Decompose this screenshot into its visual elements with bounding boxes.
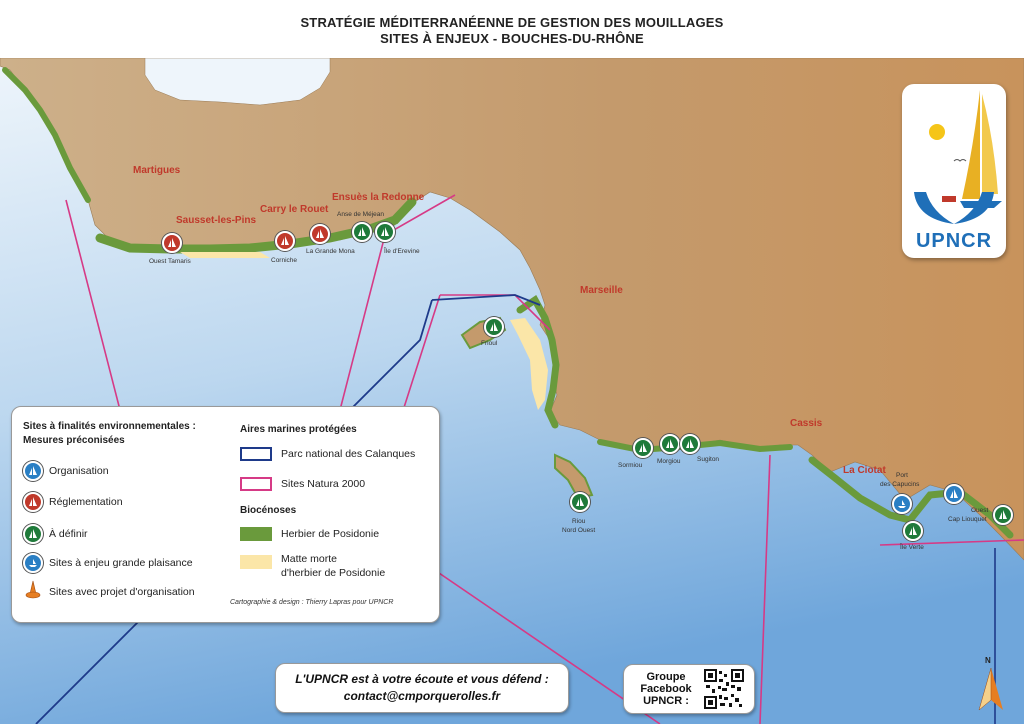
map-legend: Sites à finalités environnementales : Me…	[11, 406, 440, 623]
site-marker-reglementation[interactable]	[310, 224, 330, 244]
legend-projet-buoy-icon	[25, 580, 41, 599]
legend-section-aires-title: Aires marines protégées	[240, 424, 357, 435]
facebook-line2: Facebook	[640, 683, 692, 695]
natura2000-boundary-west	[65, 199, 121, 411]
legend-reglementation-label: Réglementation	[49, 496, 123, 508]
facebook-text: Groupe Facebook UPNCR :	[630, 671, 702, 707]
town-martigues: Martigues	[133, 165, 181, 176]
site-label-port-capucins: des Capucins	[880, 481, 920, 488]
facebook-line1: Groupe	[646, 671, 686, 683]
compass-arrow-icon	[978, 667, 1003, 711]
logo-text: UPNCR	[915, 230, 993, 252]
site-marker-a-definir[interactable]	[680, 434, 700, 454]
legend-natura2000-swatch	[240, 477, 272, 491]
legend-reglementation-icon	[23, 492, 43, 512]
site-label-port-capucins: Port	[896, 472, 908, 479]
site-marker-a-definir[interactable]	[375, 222, 395, 242]
map-title-line2: SITES À ENJEUX - BOUCHES-DU-RHÔNE	[380, 31, 644, 46]
site-marker-a-definir[interactable]	[484, 317, 504, 337]
site-label-riou: Riou	[572, 518, 586, 525]
map-canvas	[0, 58, 1024, 724]
map-title-line1: STRATÉGIE MÉDITERRANÉENNE DE GESTION DES…	[300, 15, 724, 30]
site-label-ouest-liouquet: Ouest	[971, 507, 989, 514]
site-label-ouest-tamaris: Ouest Tamaris	[149, 258, 191, 265]
site-marker-reglementation[interactable]	[162, 233, 182, 253]
contact-line1: L'UPNCR est à votre écoute et vous défen…	[295, 672, 549, 686]
town-ensues: Ensuès la Redonne	[332, 192, 425, 203]
legend-grande-plaisance-icon	[23, 553, 43, 573]
legend-matte-label-2: d'herbier de Posidonie	[281, 567, 386, 579]
matte-morte-cote-bleue	[180, 252, 270, 258]
legend-projet-organisation-label: Sites avec projet d'organisation	[49, 586, 195, 598]
site-marker-organisation[interactable]	[944, 484, 964, 504]
legend-matte-label: Matte morte	[281, 553, 338, 565]
facebook-line3: UPNCR :	[643, 695, 689, 707]
site-marker-a-definir[interactable]	[660, 434, 680, 454]
legend-organisation-label: Organisation	[49, 465, 109, 477]
legend-a-definir-label: À définir	[49, 528, 88, 540]
site-label-nord-ouest: Nord Ouest	[562, 527, 596, 534]
town-laciotat: La Ciotat	[843, 465, 886, 476]
site-label-ouest-liouquet: Cap Liouquet	[948, 516, 987, 523]
legend-grande-plaisance-label: Sites à enjeu grande plaisance	[49, 557, 193, 569]
facebook-box: Groupe Facebook UPNCR :	[623, 664, 755, 714]
legend-section-biocenoses-title: Biocénoses	[240, 505, 297, 516]
site-label-morgiou: Morgiou	[657, 458, 681, 465]
map-header: STRATÉGIE MÉDITERRANÉENNE DE GESTION DES…	[0, 0, 1024, 58]
etang-de-berre	[144, 58, 331, 106]
site-label-ile-verte: Île Verte	[900, 544, 924, 551]
upncr-logo: UPNCR	[902, 84, 1006, 258]
site-marker-a-definir[interactable]	[570, 492, 590, 512]
legend-herbier-label: Herbier de Posidonie	[281, 528, 380, 540]
compass: N	[975, 656, 1007, 716]
site-marker-reglementation[interactable]	[275, 231, 295, 251]
contact-email-link[interactable]: contact@cmporquerolles.fr	[343, 689, 501, 703]
town-sausset: Sausset-les-Pins	[176, 215, 257, 226]
posidonie-ciotat	[808, 456, 1014, 539]
site-marker-a-definir[interactable]	[633, 438, 653, 458]
logo-sailboat-icon	[914, 90, 1002, 224]
site-label-corniche: Corniche	[271, 257, 298, 264]
contact-box: L'UPNCR est à votre écoute et vous défen…	[275, 663, 569, 713]
compass-north-label: N	[985, 656, 991, 665]
site-label-ile-erevine: Île d'Erevine	[384, 248, 420, 255]
matte-morte-marseille	[510, 318, 548, 410]
legend-natura2000-label: Sites Natura 2000	[281, 478, 366, 490]
legend-calanques-label: Parc national des Calanques	[281, 448, 416, 460]
site-marker-grande-plaisance[interactable]	[892, 494, 912, 514]
town-carry: Carry le Rouet	[260, 204, 329, 215]
site-label-frioul: Frioul	[481, 340, 498, 347]
legend-organisation-icon	[23, 461, 43, 481]
site-marker-a-definir[interactable]	[993, 505, 1013, 525]
site-label-sugiton: Sugiton	[697, 456, 720, 463]
posidonie-west	[2, 67, 91, 203]
site-marker-a-definir[interactable]	[903, 521, 923, 541]
legend-section-sites-title: Sites à finalités environnementales :	[23, 421, 196, 432]
natura2000-boundary-ciotat	[879, 539, 1024, 546]
site-marker-a-definir[interactable]	[352, 222, 372, 242]
legend-matte-swatch	[240, 555, 272, 569]
site-label-grande-mona: La Grande Mona	[306, 248, 355, 255]
site-label-anse-mejean: Anse de Méjean	[337, 211, 384, 218]
legend-a-definir-icon	[23, 524, 43, 544]
legend-section-sites-subtitle: Mesures préconisées	[23, 435, 125, 446]
site-label-sormiou: Sormiou	[618, 462, 643, 469]
legend-credit: Cartographie & design : Thierry Lapras p…	[230, 599, 394, 606]
qr-code-icon[interactable]	[704, 669, 744, 709]
legend-calanques-swatch	[240, 447, 272, 461]
town-cassis: Cassis	[790, 418, 823, 429]
town-marseille: Marseille	[580, 285, 623, 296]
legend-herbier-swatch	[240, 527, 272, 541]
